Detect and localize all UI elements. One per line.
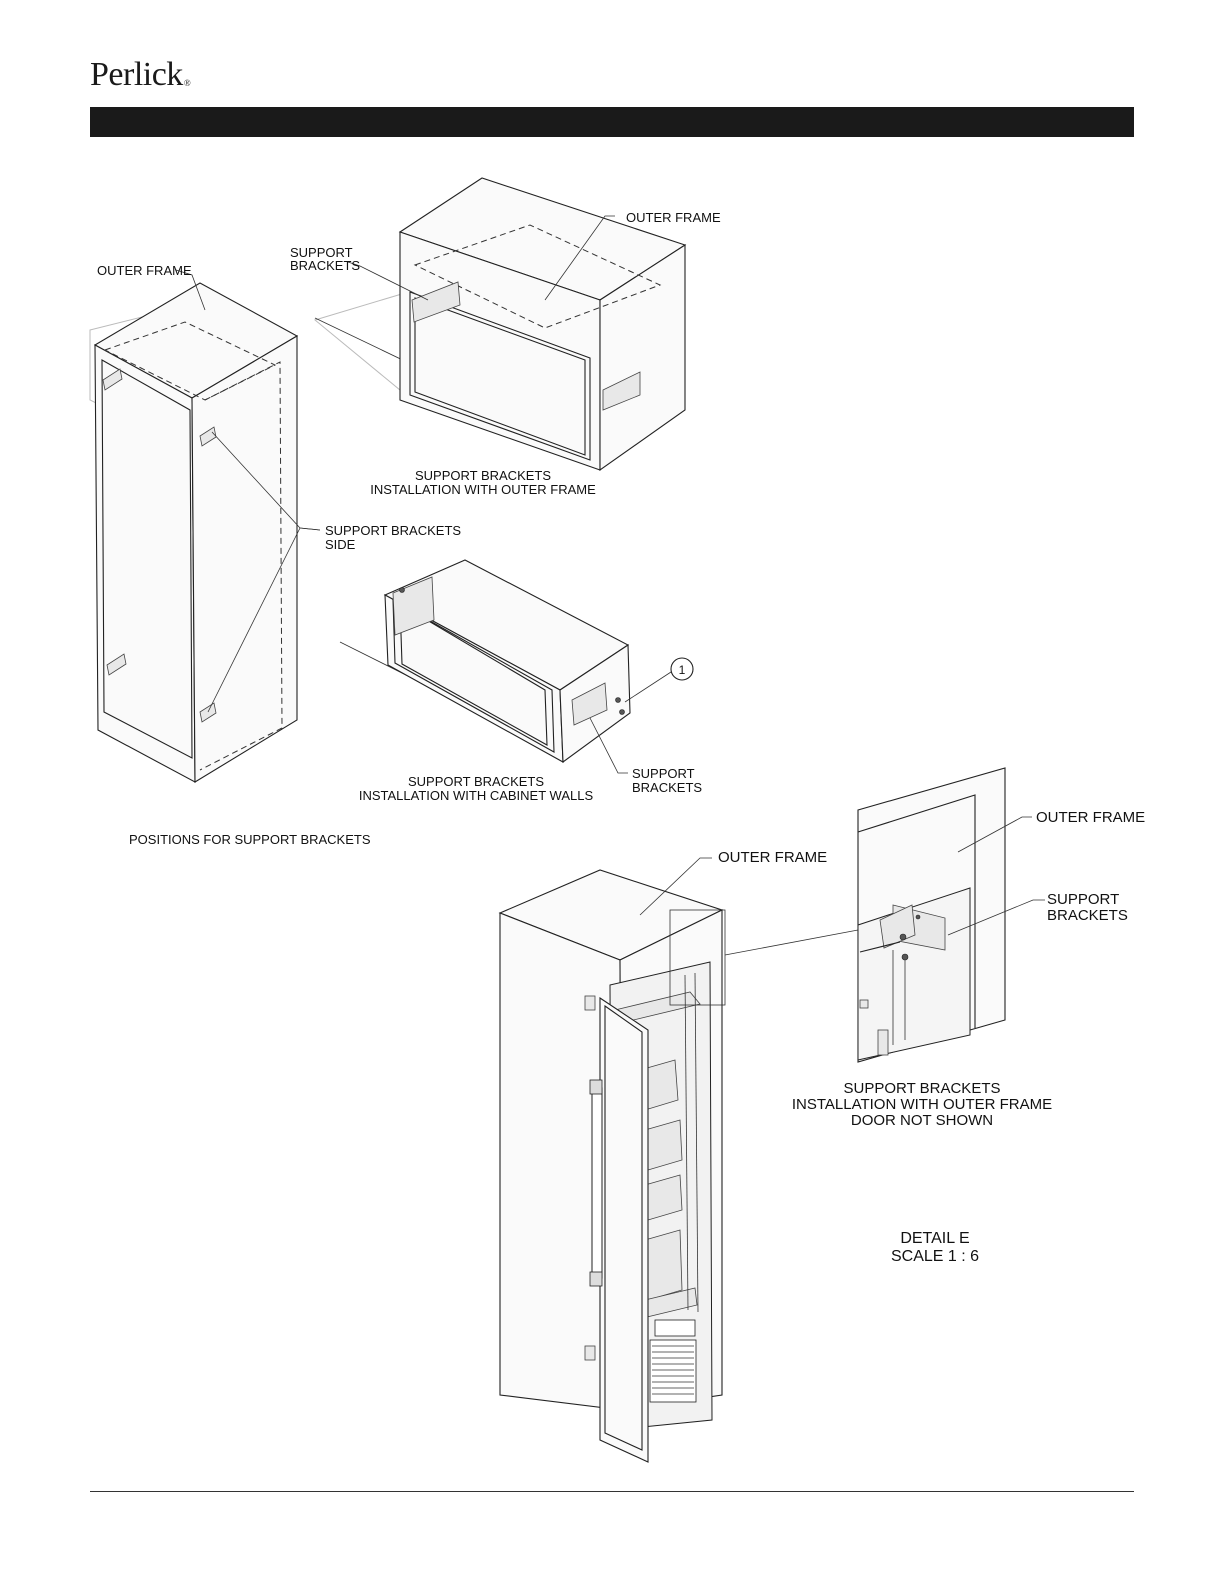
perlick-logo: Perlick® [90,56,191,94]
label-support-brackets-detail-1: SUPPORT [1047,891,1119,908]
door-handle [589,1079,603,1287]
callout-number-1: 1 [679,663,686,677]
tall-unit-door-open [498,857,859,1463]
bracket-top-left [411,281,461,323]
detail-title-2: SCALE 1 : 6 [891,1248,979,1265]
label-outer-frame-left: OUTER FRAME [97,263,192,278]
bracket-side-top [199,426,217,447]
label-outer-frame-top: OUTER FRAME [626,210,721,225]
detail-bracket [879,904,946,961]
label-support-brackets-side-2: SIDE [325,537,356,552]
header-bar [90,107,1134,137]
bracket-left-bottom [106,653,127,676]
caption-detail-1: SUPPORT BRACKETS [844,1080,1001,1097]
caption-outer-frame-1: SUPPORT BRACKETS [415,468,551,483]
caption-outer-frame-2: INSTALLATION WITH OUTER FRAME [370,482,596,497]
registered-mark: ® [183,78,191,88]
caption-positions: POSITIONS FOR SUPPORT BRACKETS [129,832,371,847]
label-outer-frame-detail: OUTER FRAME [1036,809,1145,826]
vent-grille [649,1319,697,1403]
bracket-side-bottom [199,702,217,723]
caption-cabinet-1: SUPPORT BRACKETS [408,774,544,789]
bracket-cab-right [571,682,608,726]
label-support-brackets-cab-1: SUPPORT [632,766,695,781]
footer-rule [90,1491,1134,1492]
caption-cabinet-2: INSTALLATION WITH CABINET WALLS [359,788,594,803]
label-outer-frame-bottom: OUTER FRAME [718,849,827,866]
caption-detail-2: INSTALLATION WITH OUTER FRAME [792,1096,1052,1113]
label-support-brackets-detail-2: BRACKETS [1047,907,1128,924]
bracket-left-top [102,368,123,391]
detail-title-1: DETAIL E [900,1230,969,1247]
label-support-brackets-top-2: BRACKETS [290,258,360,273]
logo-text: Perlick [90,56,183,93]
left-tall-cabinet [89,269,321,783]
top-wide-cabinet [313,177,687,472]
caption-detail-3: DOOR NOT SHOWN [851,1112,993,1129]
cabinet-walls-drawer [339,559,694,774]
label-support-brackets-cab-2: BRACKETS [632,780,702,795]
label-support-brackets-top-1: SUPPORT [290,245,353,260]
detail-e [857,767,1045,1063]
detail-e-boundary [669,909,726,1006]
label-support-brackets-side-1: SUPPORT BRACKETS [325,523,461,538]
bracket-top-right [602,371,641,411]
callout-circle-1 [670,657,694,681]
